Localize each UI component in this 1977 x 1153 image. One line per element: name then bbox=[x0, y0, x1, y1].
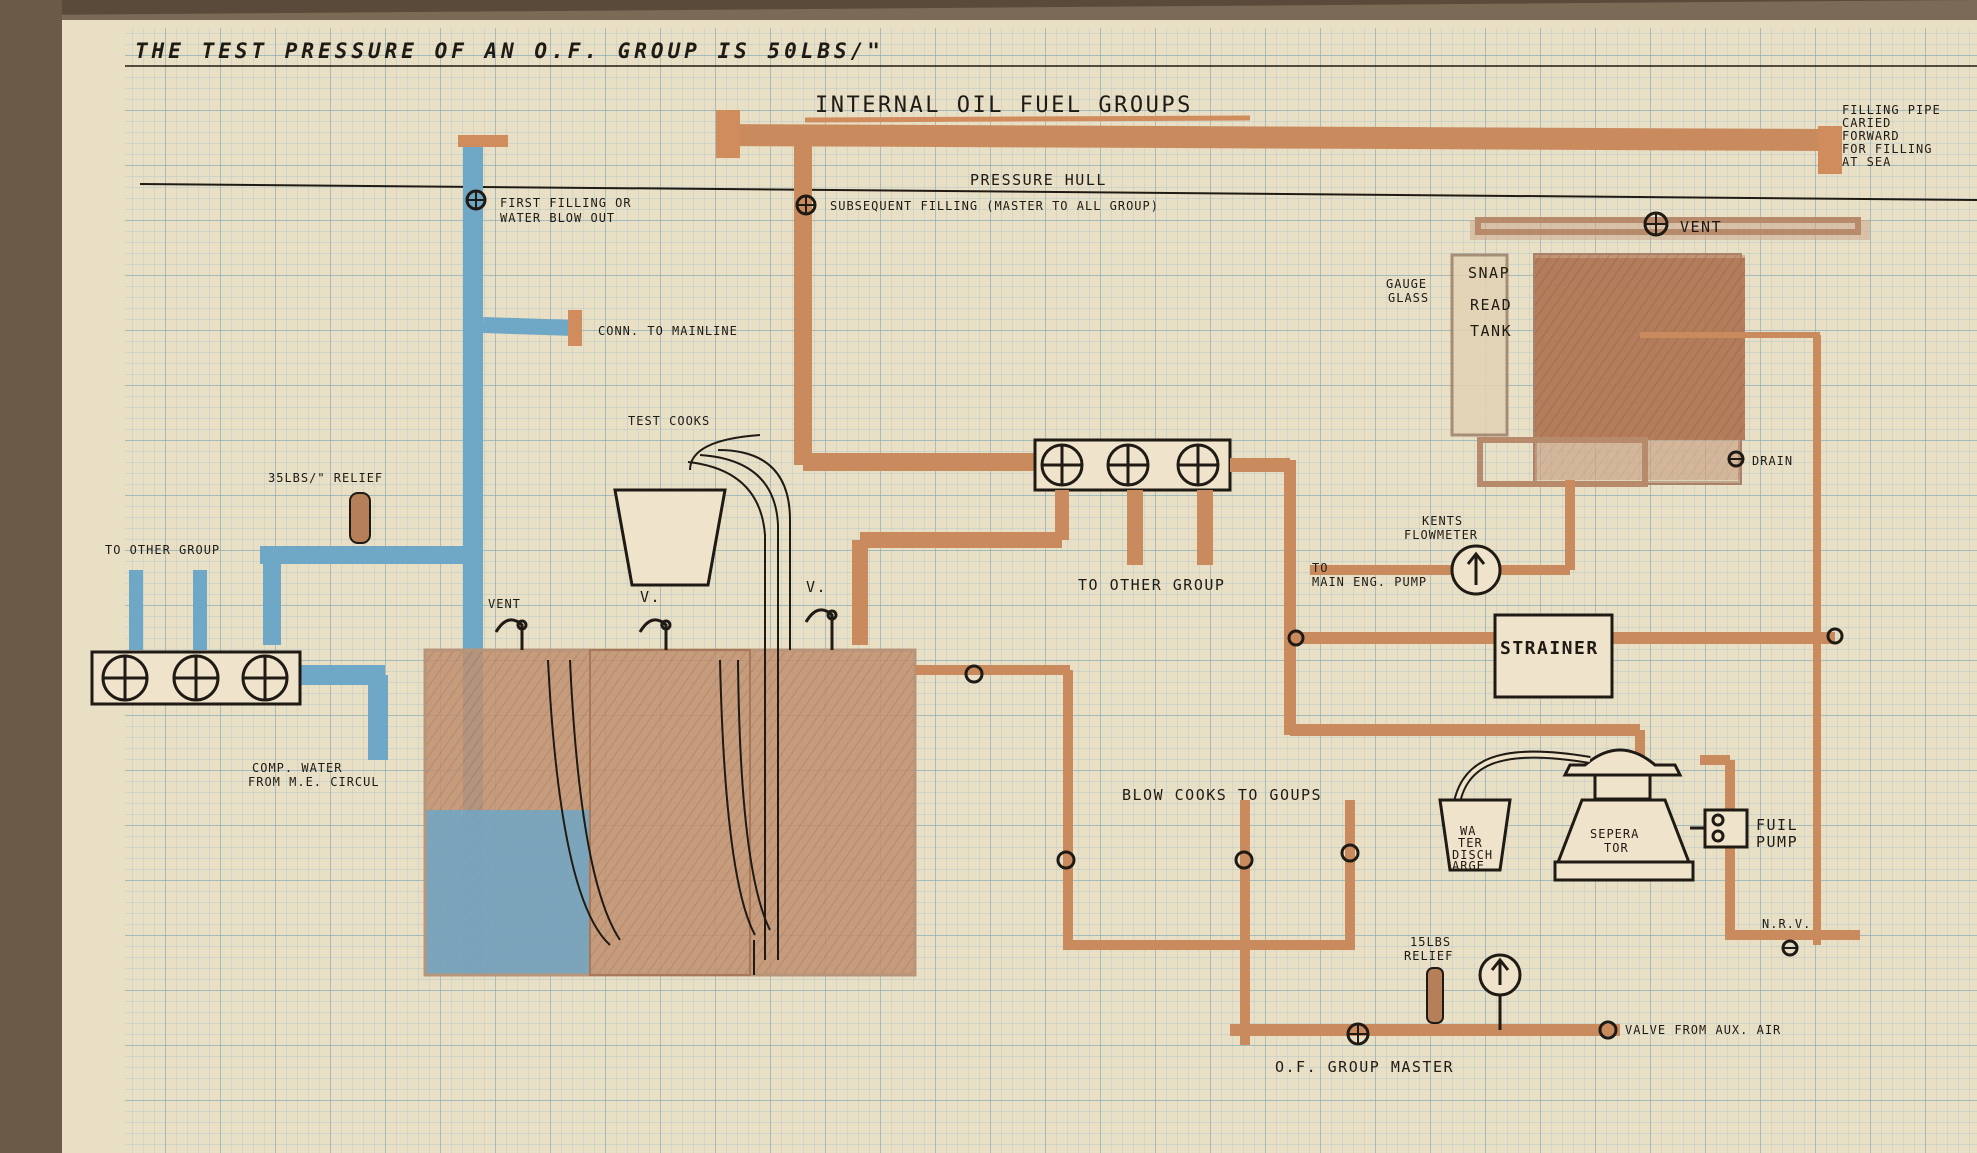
strainer-line bbox=[1287, 627, 1844, 647]
svg-text:TANK: TANK bbox=[1470, 322, 1512, 340]
vent-tank-label: VENT bbox=[488, 597, 521, 611]
drain-label: DRAIN bbox=[1752, 454, 1793, 468]
blow-cocks-label: BLOW COOKS TO GOUPS bbox=[1122, 786, 1322, 804]
kents-flowmeter bbox=[1310, 480, 1575, 596]
of-group-master-line bbox=[1346, 953, 1618, 1046]
subsequent-filling-pipe bbox=[794, 145, 1040, 471]
kents-flowmeter-label: KENTS FLOWMETER bbox=[1404, 514, 1478, 542]
v1-label: V. bbox=[640, 588, 661, 606]
subsequent-filling-label: SUBSEQUENT FILLING (MASTER TO ALL GROUP) bbox=[830, 199, 1159, 213]
subsequent-filling-valve-icon bbox=[795, 194, 817, 216]
svg-text:FOR FILLING: FOR FILLING bbox=[1842, 142, 1932, 156]
svg-text:FILLING PIPE: FILLING PIPE bbox=[1842, 103, 1941, 117]
manifold-middle bbox=[852, 438, 1640, 736]
snap-read-tank bbox=[1450, 217, 1870, 945]
strainer-label: STRAINER bbox=[1500, 638, 1599, 659]
svg-text:WA: WA bbox=[1460, 824, 1476, 838]
separator bbox=[1438, 730, 1860, 940]
tank-vent-3-icon bbox=[804, 608, 838, 650]
header-text: THE TEST PRESSURE OF AN O.F. GROUP IS 50… bbox=[135, 39, 884, 63]
svg-text:GLASS: GLASS bbox=[1388, 291, 1429, 305]
gauge-glass-label: GAUGE GLASS bbox=[1386, 277, 1429, 305]
snap-tank-label: SNAP READ TANK bbox=[1468, 264, 1512, 340]
svg-text:TO: TO bbox=[1312, 561, 1328, 575]
svg-text:ARGE: ARGE bbox=[1452, 859, 1485, 873]
relief-15-label: 15LBS RELIEF bbox=[1404, 935, 1453, 963]
svg-text:15LBS: 15LBS bbox=[1410, 935, 1451, 949]
first-filling-valve-icon bbox=[465, 189, 487, 211]
svg-text:KENTS: KENTS bbox=[1422, 514, 1463, 528]
svg-text:DISCH: DISCH bbox=[1452, 848, 1493, 862]
to-other-group-mid-label: TO OTHER GROUP bbox=[1078, 576, 1225, 594]
svg-text:WATER BLOW OUT: WATER BLOW OUT bbox=[500, 211, 615, 225]
separator-label: SEPERA TOR bbox=[1590, 827, 1639, 855]
filling-pipe-label: FILLING PIPE CARIED FORWARD FOR FILLING … bbox=[1842, 103, 1941, 169]
vent-top-label: VENT bbox=[1680, 218, 1722, 236]
nrv-label: N.R.V. bbox=[1762, 917, 1811, 931]
svg-text:RELIEF: RELIEF bbox=[1404, 949, 1453, 963]
pressure-hull-label: PRESSURE HULL bbox=[970, 171, 1107, 189]
conn-mainline-label: CONN. TO MAINLINE bbox=[598, 324, 738, 338]
strainer-box bbox=[1493, 613, 1614, 699]
drain-valve-icon bbox=[1727, 450, 1745, 468]
svg-text:PUMP: PUMP bbox=[1756, 833, 1798, 851]
comp-water-label: COMP. WATER FROM M.E. CIRCUL bbox=[248, 761, 380, 789]
test-cocks-label: TEST COOKS bbox=[628, 414, 710, 428]
fuel-pump-label: FUIL PUMP bbox=[1756, 816, 1798, 851]
svg-text:FUIL: FUIL bbox=[1756, 816, 1798, 834]
v2-label: V. bbox=[806, 578, 827, 596]
blow-cocks-piping bbox=[915, 664, 1620, 1045]
svg-text:TOR: TOR bbox=[1604, 841, 1629, 855]
svg-text:MAIN ENG. PUMP: MAIN ENG. PUMP bbox=[1312, 575, 1427, 589]
svg-text:CARIED: CARIED bbox=[1842, 116, 1891, 130]
tank-vent-icon bbox=[1643, 211, 1669, 237]
svg-text:SNAP: SNAP bbox=[1468, 264, 1510, 282]
header: THE TEST PRESSURE OF AN O.F. GROUP IS 50… bbox=[125, 39, 1977, 67]
svg-text:READ: READ bbox=[1470, 296, 1512, 314]
svg-text:COMP. WATER: COMP. WATER bbox=[252, 761, 342, 775]
fuel-pump bbox=[1690, 808, 1749, 849]
svg-text:FORWARD: FORWARD bbox=[1842, 129, 1900, 143]
nrv-valve-icon bbox=[1781, 939, 1799, 957]
to-other-group-left-label: TO OTHER GROUP bbox=[105, 543, 220, 557]
relief-35-label: 35LBS/" RELIEF bbox=[268, 471, 383, 485]
svg-text:FLOWMETER: FLOWMETER bbox=[1404, 528, 1478, 542]
tank-vent-1-icon bbox=[494, 618, 528, 650]
manifold-left bbox=[90, 650, 302, 706]
of-group-master-label: O.F. GROUP MASTER bbox=[1275, 1058, 1454, 1076]
tank-vent-2-icon bbox=[638, 618, 672, 650]
main-tank bbox=[423, 449, 917, 977]
pressure-hull: PRESSURE HULL bbox=[139, 171, 1977, 201]
first-filling-label: FIRST FILLING OR WATER BLOW OUT bbox=[500, 196, 632, 225]
filling-pipe bbox=[716, 110, 1842, 174]
svg-text:TER: TER bbox=[1458, 836, 1483, 850]
svg-text:GAUGE: GAUGE bbox=[1386, 277, 1427, 291]
to-main-eng-pump-label: TO MAIN ENG. PUMP bbox=[1312, 561, 1427, 589]
svg-text:AT SEA: AT SEA bbox=[1842, 155, 1891, 169]
svg-text:SEPERA: SEPERA bbox=[1590, 827, 1639, 841]
water-discharge-label: WA TER DISCH ARGE bbox=[1452, 824, 1493, 873]
valve-aux-air-label: VALVE FROM AUX. AIR bbox=[1625, 1023, 1781, 1037]
svg-text:FROM M.E. CIRCUL: FROM M.E. CIRCUL bbox=[248, 775, 380, 789]
diagram-title: INTERNAL OIL FUEL GROUPS bbox=[815, 93, 1193, 118]
svg-text:FIRST FILLING OR: FIRST FILLING OR bbox=[500, 196, 632, 210]
test-cocks-funnel bbox=[613, 434, 761, 587]
